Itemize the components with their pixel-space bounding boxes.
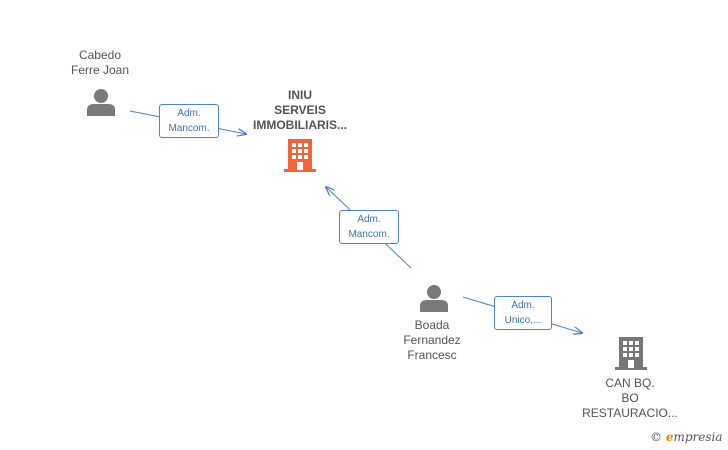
company-name-line: CAN BQ. xyxy=(605,376,655,390)
company-name-line: BO xyxy=(621,391,639,405)
person-name-line: Fernandez xyxy=(403,333,461,347)
edge-label-line: Unico,... xyxy=(504,315,542,326)
person-name-line: Ferre Joan xyxy=(70,63,130,77)
edge-label-line: Adm. xyxy=(511,300,535,311)
edge-label-line: Mancom. xyxy=(348,229,390,240)
person-icon[interactable] xyxy=(419,284,449,312)
person-name-cabedo[interactable]: Cabedo Ferre Joan xyxy=(60,48,140,78)
company-name-can-bq[interactable]: CAN BQ. BO RESTAURACIO... xyxy=(570,376,690,421)
building-icon[interactable] xyxy=(615,336,647,370)
edge-label-p2-c2[interactable]: Adm. Unico,... xyxy=(494,296,552,330)
brand-name: mpresia xyxy=(673,430,723,444)
empresia-logo: © empresia xyxy=(650,430,723,444)
brand-initial: e xyxy=(665,430,674,444)
person-name-boada[interactable]: Boada Fernandez Francesc xyxy=(392,318,472,363)
edge-label-p1-c1[interactable]: Adm. Mancom. xyxy=(159,104,219,138)
person-name-line: Boada xyxy=(414,318,450,332)
edge-label-line: Adm. xyxy=(177,108,201,119)
company-name-line: INIU xyxy=(288,88,312,102)
company-name-line: IMMOBILIARIS... xyxy=(253,118,347,132)
company-name-line: SERVEIS xyxy=(274,103,326,117)
company-name-line: RESTAURACIO... xyxy=(582,406,678,420)
company-name-iniu[interactable]: INIU SERVEIS IMMOBILIARIS... xyxy=(240,88,360,133)
person-name-line: Francesc xyxy=(407,348,457,362)
copyright-icon: © xyxy=(650,430,662,444)
edge-label-line: Adm. xyxy=(357,214,381,225)
building-icon[interactable] xyxy=(284,138,316,172)
person-icon[interactable] xyxy=(86,88,116,116)
edge-label-p2-c1[interactable]: Adm. Mancom. xyxy=(339,210,399,244)
edge-label-line: Mancom. xyxy=(168,123,210,134)
person-name-line: Cabedo xyxy=(78,48,122,62)
